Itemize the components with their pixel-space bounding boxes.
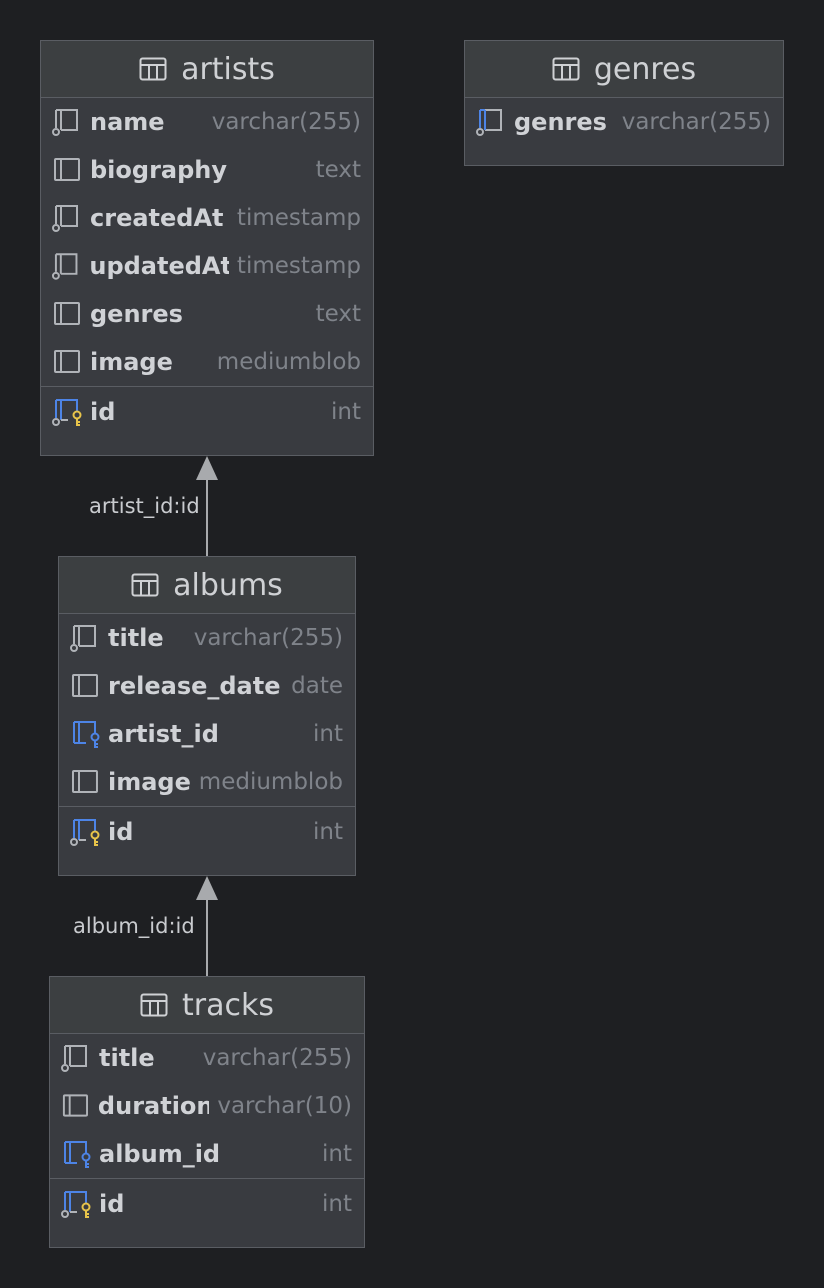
column-type: varchar(255) [193, 625, 343, 651]
column-name: name [90, 108, 165, 136]
column-type: varchar(255) [202, 1045, 352, 1071]
primary-key-row[interactable]: id int [41, 387, 373, 437]
primary-key-divider [59, 806, 355, 807]
column-name: release_date [108, 672, 281, 700]
column-row[interactable]: duration varchar(10) [50, 1082, 364, 1130]
not-null-column-icon [70, 625, 96, 652]
column-type: int [313, 721, 343, 747]
table-title: albums [173, 567, 283, 603]
column-icon [62, 1094, 88, 1117]
table-header[interactable]: albums [59, 557, 355, 614]
column-row[interactable]: updatedAt timestamp [41, 242, 373, 290]
column-row[interactable]: genres varchar(255) [465, 98, 783, 146]
column-row[interactable]: image mediumblob [59, 758, 355, 806]
table-icon [552, 57, 580, 81]
not-null-column-icon [52, 253, 78, 280]
column-type: int [331, 399, 361, 425]
column-type: text [315, 157, 361, 183]
foreign-key-icon [73, 721, 100, 748]
column-row[interactable]: artist_id int [59, 710, 355, 758]
primary-key-icon [70, 819, 100, 846]
column-type: int [322, 1141, 352, 1167]
not-null-column-icon [52, 109, 78, 136]
column-row[interactable]: album_id int [50, 1130, 364, 1178]
primary-key-icon [61, 1191, 91, 1218]
not-null-column-icon [61, 1045, 87, 1072]
relation-label-artist-id: artist_id:id [89, 494, 200, 518]
table-header[interactable]: artists [41, 41, 373, 98]
column-name: id [99, 1190, 125, 1218]
arrowhead-albums [196, 876, 218, 900]
table-albums[interactable]: albums title varchar(255) release_date d… [58, 556, 356, 876]
column-name: genres [90, 300, 183, 328]
table-title: genres [593, 51, 697, 87]
column-name: duration [97, 1092, 210, 1120]
column-type: int [322, 1191, 352, 1217]
column-row[interactable]: image mediumblob [41, 338, 373, 386]
column-icon [71, 770, 98, 793]
column-name: title [99, 1044, 155, 1072]
column-type: timestamp [236, 253, 361, 279]
column-row[interactable]: genres text [41, 290, 373, 338]
primary-key-divider [50, 1178, 364, 1179]
column-row[interactable]: release_date date [59, 662, 355, 710]
column-name: title [108, 624, 164, 652]
column-row[interactable]: title varchar(255) [50, 1034, 364, 1082]
column-name: artist_id [108, 720, 219, 748]
arrowhead-artists [196, 456, 218, 480]
column-type: mediumblob [216, 349, 361, 375]
table-icon [131, 573, 159, 597]
column-name: album_id [99, 1140, 221, 1168]
column-name: image [107, 768, 191, 796]
not-null-column-icon [52, 205, 78, 232]
column-name: genres [514, 108, 607, 136]
table-icon [139, 57, 167, 81]
column-type: varchar(255) [211, 109, 361, 135]
relation-label-album-id: album_id:id [73, 914, 195, 938]
column-icon [54, 302, 80, 325]
column-name: biography [90, 156, 228, 184]
column-type: int [313, 819, 343, 845]
column-type: text [315, 301, 361, 327]
column-row[interactable]: name varchar(255) [41, 98, 373, 146]
column-icon [54, 350, 80, 373]
column-name: image [90, 348, 173, 376]
column-name: id [90, 398, 116, 426]
column-name: id [108, 818, 134, 846]
primary-key-divider [41, 386, 373, 387]
column-row[interactable]: title varchar(255) [59, 614, 355, 662]
primary-key-row[interactable]: id int [50, 1179, 364, 1229]
primary-key-icon [52, 399, 82, 426]
column-type: varchar(255) [621, 109, 771, 135]
table-title: artists [181, 51, 275, 87]
table-header[interactable]: genres [465, 41, 783, 98]
column-row[interactable]: createdAt timestamp [41, 194, 373, 242]
table-artists[interactable]: artists name varchar(255) biography text… [40, 40, 374, 456]
column-icon [72, 674, 98, 697]
column-name: updatedAt [89, 252, 229, 280]
column-type: mediumblob [198, 769, 343, 795]
column-type: timestamp [236, 205, 361, 231]
column-type: date [291, 673, 343, 699]
not-null-indexed-column-icon [476, 109, 502, 136]
primary-key-row[interactable]: id int [59, 807, 355, 857]
column-icon [54, 158, 80, 181]
table-icon [140, 993, 168, 1017]
column-name: createdAt [90, 204, 224, 232]
table-header[interactable]: tracks [50, 977, 364, 1034]
column-type: varchar(10) [217, 1093, 352, 1119]
table-genres[interactable]: genres genres varchar(255) [464, 40, 784, 166]
table-title: tracks [182, 987, 274, 1023]
foreign-key-icon [64, 1141, 91, 1168]
column-row[interactable]: biography text [41, 146, 373, 194]
table-tracks[interactable]: tracks title varchar(255) duration varch… [49, 976, 365, 1248]
